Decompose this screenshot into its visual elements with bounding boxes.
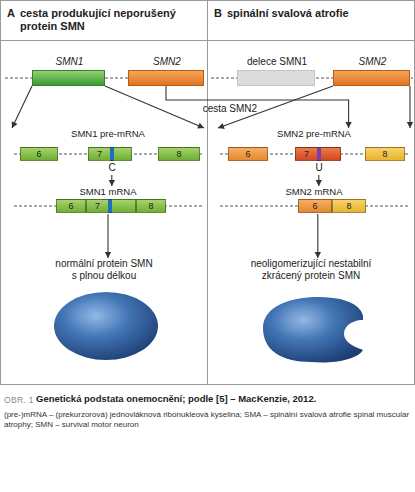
exon-number: 7 — [87, 200, 108, 212]
exon-box: 7 — [88, 147, 132, 161]
exon-number: 6 — [57, 200, 85, 212]
gene-box: delece SMN1 — [237, 70, 315, 86]
exon-number: 6 — [21, 148, 57, 160]
connector — [218, 86, 333, 128]
strand-label: SMN2 mRNA — [218, 186, 410, 198]
arrow-head — [218, 123, 225, 129]
figure-number: OBR. 1 — [4, 394, 34, 406]
exon-number: 6 — [229, 148, 267, 160]
exon-box: 7 — [295, 147, 341, 161]
arrow-head — [105, 252, 111, 258]
gene-label: SMN1 — [3, 56, 136, 68]
strand-label: SMN1 mRNA — [12, 186, 204, 198]
gene-box: SMN1 — [32, 70, 105, 86]
abbreviations-note: (pre-)mRNA – (prekurzorová) jednovláknov… — [4, 410, 412, 430]
rna-strand: SMN1 mRNA 67 8 — [12, 186, 204, 214]
truncated-protein-group — [263, 297, 363, 362]
exon-box: 8 — [136, 199, 166, 213]
protein-shape: neoligomerizující nestabilní zkrácený pr… — [223, 258, 399, 368]
connector — [166, 86, 349, 128]
exon-box: 6 — [228, 147, 268, 161]
connector-label: cesta SMN2 — [185, 103, 275, 115]
exon-number: 8 — [159, 148, 199, 160]
gene-box: SMN2 — [128, 70, 204, 86]
connector — [12, 86, 32, 128]
exon-box: 8 — [332, 199, 366, 213]
exon-number: 8 — [333, 200, 365, 212]
gene-label: SMN2 — [304, 56, 415, 68]
arrow-head — [109, 180, 115, 186]
rna-strand: SMN2 mRNA 68 — [218, 186, 410, 214]
exon-box: 6 — [298, 199, 332, 213]
connector — [105, 86, 204, 128]
protein-blob — [54, 292, 158, 360]
nucleotide-label: U — [311, 162, 327, 174]
arrow-head — [315, 252, 321, 258]
connector — [317, 214, 318, 258]
protein-description: normální protein SMN s plnou délkou — [54, 258, 154, 282]
exon-box: 6 — [20, 147, 58, 161]
exon-box: 7 — [86, 199, 136, 213]
nucleotide-label: C — [104, 162, 120, 174]
arrow-head — [316, 180, 322, 186]
connector — [318, 175, 319, 186]
exon-number: 8 — [137, 200, 165, 212]
connector — [409, 86, 410, 128]
arrow-head — [407, 122, 413, 128]
rna-strand: SMN2 pre-mRNA 6 7 8 — [218, 128, 410, 175]
strand-label: SMN2 pre-mRNA — [218, 128, 410, 140]
protein-description: neoligomerizující nestabilní zkrácený pr… — [246, 258, 376, 282]
connector — [107, 214, 108, 258]
gene-label: delece SMN1 — [208, 56, 346, 68]
exon-box: 8 — [158, 147, 200, 161]
arrow-head — [197, 123, 204, 129]
panel: Bspinální svalová atrofiedelece SMN1SMN2… — [207, 0, 415, 385]
gene-box: SMN2 — [333, 70, 410, 86]
gene-label: SMN2 — [99, 56, 235, 68]
panel: Acesta produkující neporušený protein SM… — [0, 0, 208, 385]
exon-box: 6 — [56, 199, 86, 213]
panel-heading: spinální svalová atrofie — [227, 7, 409, 20]
arrow-head — [345, 122, 351, 128]
panel-letter: B — [214, 7, 222, 20]
rna-strand: SMN1 pre-mRNA 6 7 8 — [12, 128, 204, 175]
arrow-head — [12, 121, 18, 128]
protein-shape: normální protein SMN s plnou délkou — [16, 258, 192, 368]
exon-number: 6 — [299, 200, 331, 212]
header-rule — [0, 40, 415, 41]
truncated-protein-blob — [263, 297, 363, 362]
exon-number: 7 — [296, 148, 317, 160]
panel-heading: cesta produkující neporušený protein SMN — [20, 7, 202, 33]
strand-label: SMN1 pre-mRNA — [12, 128, 204, 140]
figure-caption: Genetická podstata onemocnění; podle [5]… — [36, 393, 412, 405]
exon-number: 7 — [89, 148, 110, 160]
exon-number: 8 — [366, 148, 404, 160]
exon-box: 8 — [365, 147, 405, 161]
panel-letter: A — [7, 7, 15, 20]
connector — [111, 175, 112, 186]
